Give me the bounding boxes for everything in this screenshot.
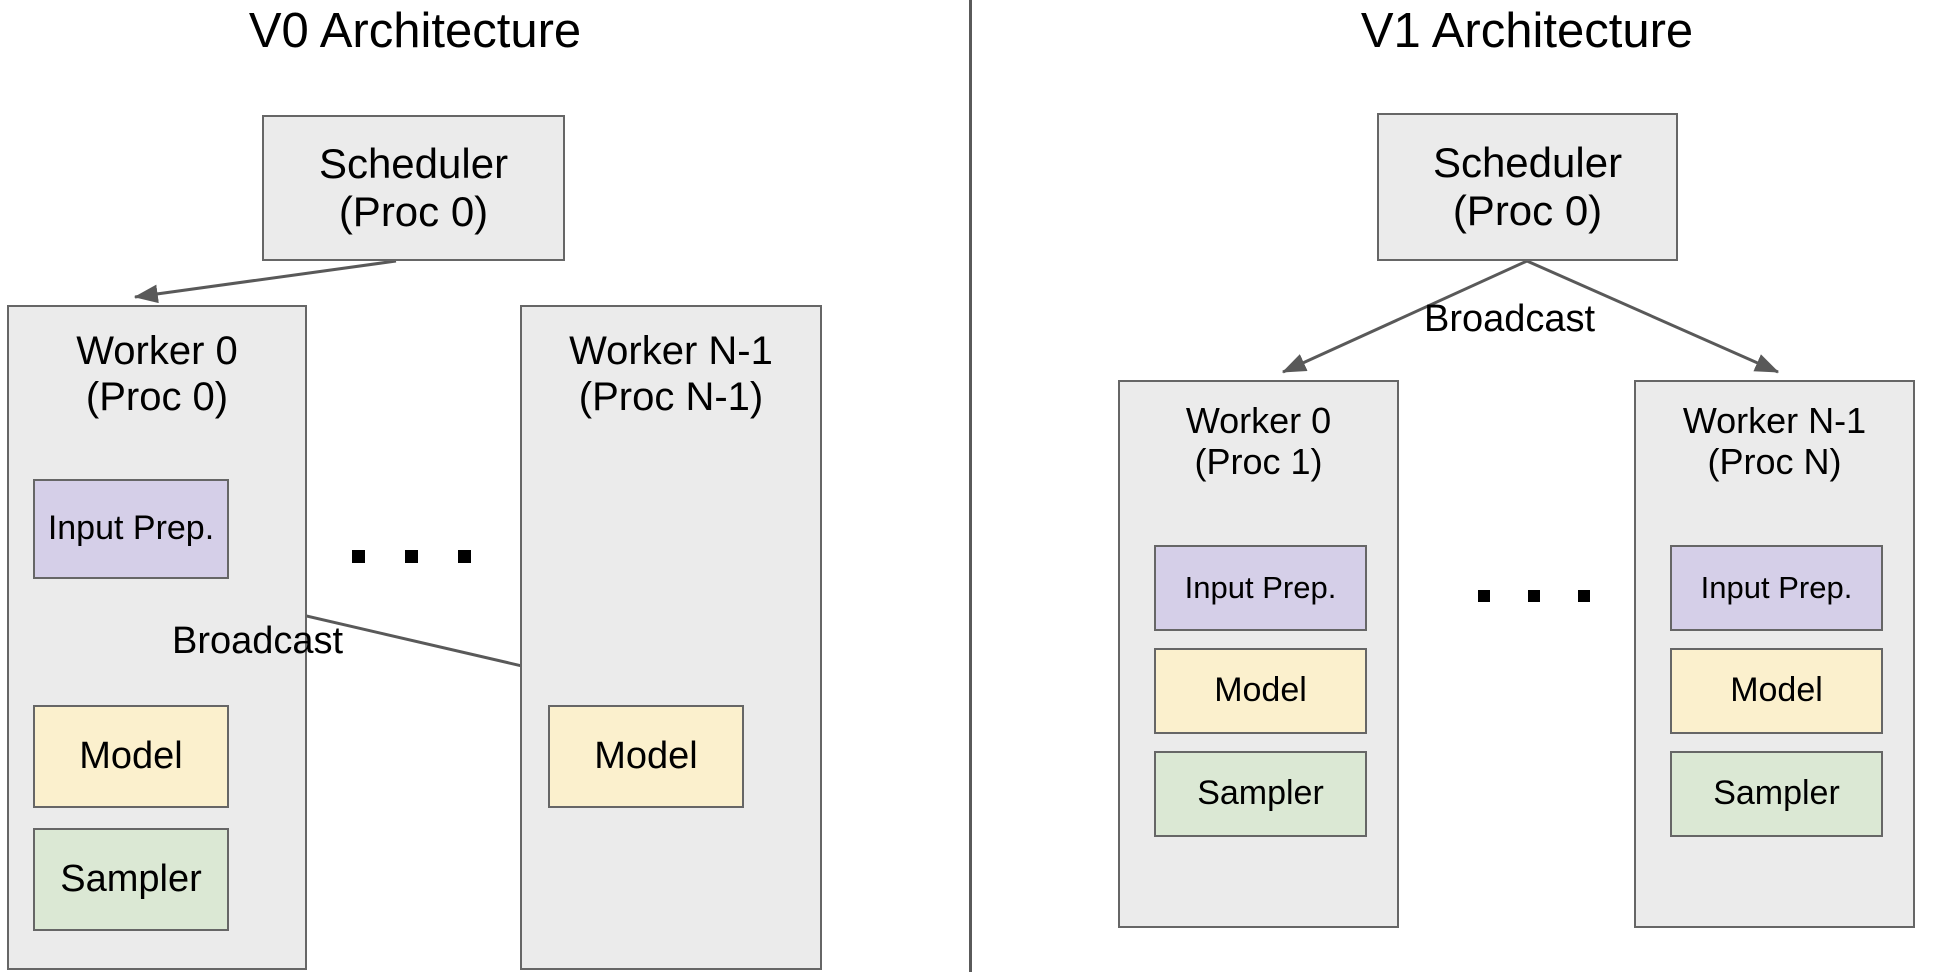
v1-worker-0-input-prep-label: Input Prep. bbox=[1184, 569, 1337, 605]
v1-worker-n-title: Worker N-1 (Proc N) bbox=[1636, 400, 1913, 482]
v1-panel-title: V1 Architecture bbox=[1360, 4, 1694, 58]
v1-worker-0-title: Worker 0 (Proc 1) bbox=[1120, 400, 1397, 482]
v1-ellipsis bbox=[1478, 590, 1590, 602]
v1-worker-n-title-line1: Worker N-1 bbox=[1682, 400, 1867, 441]
v0-scheduler-line1: Scheduler bbox=[318, 140, 509, 188]
v0-worker-n-title: Worker N-1 (Proc N-1) bbox=[522, 329, 820, 420]
v1-ellipsis-dot-1 bbox=[1478, 590, 1490, 602]
v1-scheduler-label: Scheduler (Proc 0) bbox=[1433, 139, 1622, 235]
v1-worker-n-input-prep-label: Input Prep. bbox=[1700, 569, 1853, 605]
v0-scheduler-line2: (Proc 0) bbox=[338, 188, 489, 235]
arrow-v0-scheduler-to-worker0 bbox=[133, 259, 397, 304]
v1-worker-n-title-line2: (Proc N) bbox=[1707, 441, 1842, 483]
v1-scheduler-line2: (Proc 0) bbox=[1452, 187, 1603, 234]
v0-worker-0-component-model: Model bbox=[33, 705, 229, 808]
v0-worker-0-title-line1: Worker 0 bbox=[76, 329, 238, 373]
v1-broadcast-label: Broadcast bbox=[1424, 298, 1596, 340]
v0-worker-n-model-label: Model bbox=[594, 734, 698, 777]
v1-worker-n-model-label: Model bbox=[1730, 671, 1823, 710]
panel-divider bbox=[969, 0, 972, 972]
v0-ellipsis-dot-1 bbox=[352, 550, 365, 563]
v0-worker-n-box: Worker N-1 (Proc N-1) Model bbox=[520, 305, 822, 970]
v0-scheduler-label: Scheduler (Proc 0) bbox=[319, 140, 508, 236]
v1-scheduler-box: Scheduler (Proc 0) bbox=[1377, 113, 1678, 261]
v1-worker-n-box: Worker N-1 (Proc N) Input Prep. Model Sa… bbox=[1634, 380, 1915, 928]
v1-worker-n-component-sampler: Sampler bbox=[1670, 751, 1883, 837]
v1-worker-0-title-line2: (Proc 1) bbox=[1194, 441, 1323, 483]
v0-worker-0-input-prep-label: Input Prep. bbox=[47, 509, 215, 548]
v0-worker-0-box: Worker 0 (Proc 0) Input Prep. Model Samp… bbox=[7, 305, 307, 970]
v1-worker-n-sampler-label: Sampler bbox=[1713, 774, 1840, 813]
v1-worker-n-component-model: Model bbox=[1670, 648, 1883, 734]
v1-worker-0-sampler-label: Sampler bbox=[1197, 774, 1324, 813]
v0-worker-0-sampler-label: Sampler bbox=[60, 857, 202, 900]
v1-worker-0-component-input-prep: Input Prep. bbox=[1154, 545, 1367, 631]
v1-worker-0-component-model: Model bbox=[1154, 648, 1367, 734]
v0-worker-0-component-sampler: Sampler bbox=[33, 828, 229, 931]
v0-worker-0-title: Worker 0 (Proc 0) bbox=[9, 329, 305, 420]
v1-scheduler-line1: Scheduler bbox=[1432, 139, 1623, 187]
v1-ellipsis-dot-3 bbox=[1578, 590, 1590, 602]
v0-ellipsis-dot-2 bbox=[405, 550, 418, 563]
v0-scheduler-box: Scheduler (Proc 0) bbox=[262, 115, 565, 261]
v1-worker-0-component-sampler: Sampler bbox=[1154, 751, 1367, 837]
v1-worker-n-component-input-prep: Input Prep. bbox=[1670, 545, 1883, 631]
v0-ellipsis-dot-3 bbox=[458, 550, 471, 563]
v0-broadcast-label: Broadcast bbox=[172, 620, 344, 662]
v0-worker-0-component-input-prep: Input Prep. bbox=[33, 479, 229, 579]
v1-ellipsis-dot-2 bbox=[1528, 590, 1540, 602]
v0-worker-n-component-model: Model bbox=[548, 705, 744, 808]
v0-ellipsis bbox=[352, 550, 471, 563]
v1-worker-0-model-label: Model bbox=[1214, 671, 1307, 710]
v1-worker-0-box: Worker 0 (Proc 1) Input Prep. Model Samp… bbox=[1118, 380, 1399, 928]
v0-panel-title: V0 Architecture bbox=[248, 4, 582, 58]
v0-worker-0-model-label: Model bbox=[79, 734, 183, 777]
v0-worker-0-title-line2: (Proc 0) bbox=[85, 374, 229, 419]
v1-worker-0-title-line1: Worker 0 bbox=[1185, 400, 1332, 441]
v0-worker-n-title-line1: Worker N-1 bbox=[569, 329, 773, 373]
v0-worker-n-title-line2: (Proc N-1) bbox=[578, 374, 764, 419]
